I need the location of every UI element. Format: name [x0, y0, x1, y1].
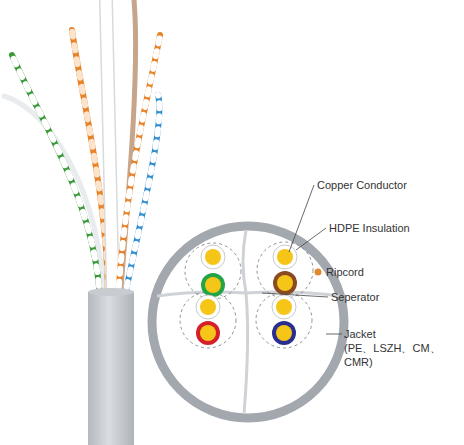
cross-separator — [157, 230, 340, 414]
separator-strip-face — [106, 0, 113, 300]
conductors — [196, 245, 297, 345]
jacket-ring — [152, 226, 344, 418]
ripcord-dot — [315, 269, 322, 276]
callout-label: Ripcord — [326, 265, 446, 279]
blue-wire — [124, 95, 159, 300]
orange-wire-2 — [118, 35, 160, 300]
separator-strip — [106, 0, 113, 300]
green-white-wire — [12, 55, 100, 300]
callout-label: Copper Conductor — [317, 178, 457, 192]
leader-lines — [262, 185, 342, 334]
orange-white-wire-2 — [118, 35, 160, 300]
callout-label: Seperator — [331, 290, 451, 304]
twisted-pairs — [4, 0, 160, 300]
callout-label: HDPE Insulation — [329, 221, 459, 235]
callout-label: Jacket (PE、LSZH、CM、CMR) — [344, 327, 462, 369]
blue-white-wire — [124, 95, 159, 300]
green-wire — [12, 55, 100, 300]
cable-end — [88, 288, 134, 296]
cable-jacket — [88, 292, 134, 445]
